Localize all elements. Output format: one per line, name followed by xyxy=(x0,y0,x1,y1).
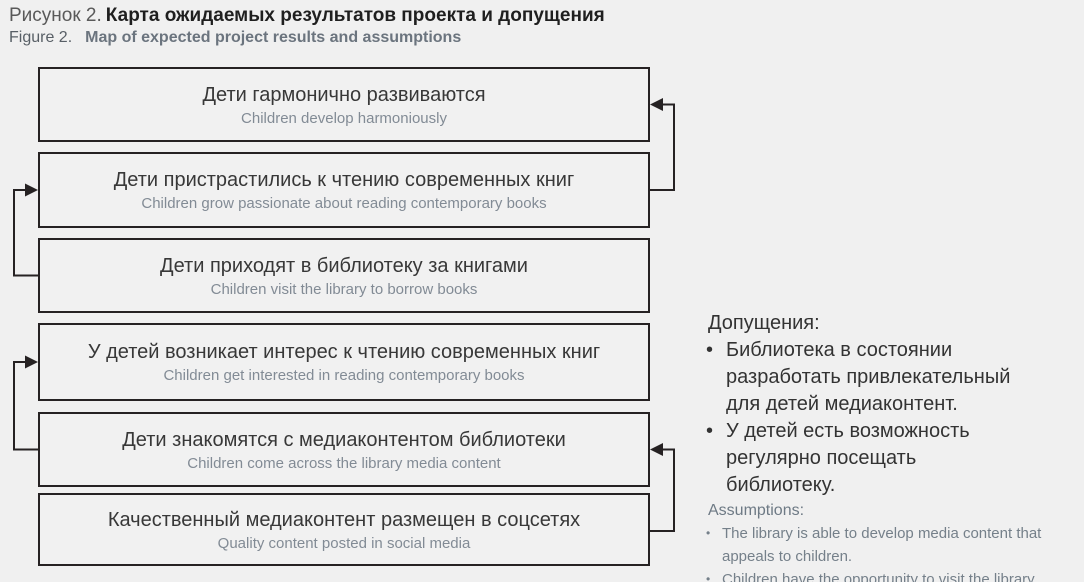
result-box-children-visit-library: Дети приходят в библиотеку за книгами Ch… xyxy=(38,238,650,313)
assumption-text: The library is able to develop media con… xyxy=(722,525,1042,565)
result-box-children-develop: Дети гармонично развиваются Children dev… xyxy=(38,67,650,142)
figure-title-text-ru: Карта ожидаемых результатов проекта и до… xyxy=(105,5,605,26)
assumption-item-en: • Children have the opportunity to visit… xyxy=(700,568,1082,582)
result-box-title-ru: Дети приходят в библиотеку за книгами xyxy=(160,254,528,277)
result-box-title-ru: Дети гармонично развиваются xyxy=(202,83,486,106)
result-box-subtitle-en: Quality content posted in social media xyxy=(217,534,471,552)
connector-box3-to-box2 xyxy=(13,189,38,277)
assumption-item-ru: • Библиотека в состоянии разработать при… xyxy=(700,337,1082,418)
connector-box2-to-box1 xyxy=(650,103,675,191)
assumption-text: У детей есть возможность регулярно посещ… xyxy=(726,420,970,496)
figure-title: Рисунок 2.Карта ожидаемых результатов пр… xyxy=(9,4,605,48)
assumption-item-ru: • У детей есть возможность регулярно пос… xyxy=(700,418,1082,499)
result-box-children-interested: У детей возникает интерес к чтению совре… xyxy=(38,323,650,401)
result-box-quality-content: Качественный медиаконтент размещен в соц… xyxy=(38,493,650,566)
result-box-subtitle-en: Children get interested in reading conte… xyxy=(163,367,525,384)
figure-label-en: Figure 2. xyxy=(9,29,73,46)
figure-title-en: Figure 2. Map of expected project results… xyxy=(9,27,605,48)
result-box-title-ru: Дети пристрастились к чтению современных… xyxy=(113,169,575,191)
assumptions-panel: Допущения: • Библиотека в состоянии разр… xyxy=(700,310,1082,582)
figure-title-ru: Рисунок 2.Карта ожидаемых результатов пр… xyxy=(9,4,605,27)
connector-box5-to-box4 xyxy=(13,361,38,451)
bullet-icon: • xyxy=(706,526,711,540)
result-box-subtitle-en: Children come across the library media c… xyxy=(187,454,501,472)
figure-label-ru: Рисунок 2. xyxy=(9,5,102,26)
arrowhead-left-icon xyxy=(650,98,663,111)
connector-box6-to-box5 xyxy=(650,448,675,532)
assumption-text: Children have the opportunity to visit t… xyxy=(722,571,1035,582)
result-box-subtitle-en: Children visit the library to borrow boo… xyxy=(210,280,478,298)
result-box-subtitle-en: Children grow passionate about reading c… xyxy=(141,195,547,212)
arrowhead-right-icon xyxy=(25,183,38,197)
result-box-children-media-content: Дети знакомятся с медиаконтентом библиот… xyxy=(38,412,650,487)
arrowhead-right-icon xyxy=(25,355,38,369)
arrowhead-left-icon xyxy=(650,443,663,456)
assumption-text: Библиотека в состоянии разработать привл… xyxy=(726,339,1011,415)
result-box-title-ru: Дети знакомятся с медиаконтентом библиот… xyxy=(122,428,566,451)
bullet-icon: • xyxy=(706,572,711,582)
figure-title-text-en: Map of expected project results and assu… xyxy=(85,29,462,46)
result-box-children-passionate: Дети пристрастились к чтению современных… xyxy=(38,152,650,228)
assumption-item-en: • The library is able to develop media c… xyxy=(700,522,1082,568)
assumptions-heading-en: Assumptions: xyxy=(708,502,805,519)
bullet-icon: • xyxy=(706,420,714,442)
result-box-subtitle-en: Children develop harmoniously xyxy=(241,109,447,127)
bullet-icon: • xyxy=(706,339,714,361)
result-box-title-ru: Качественный медиаконтент размещен в соц… xyxy=(107,508,581,531)
assumptions-heading-ru: Допущения: xyxy=(708,312,820,334)
result-box-title-ru: У детей возникает интерес к чтению совре… xyxy=(87,341,601,363)
